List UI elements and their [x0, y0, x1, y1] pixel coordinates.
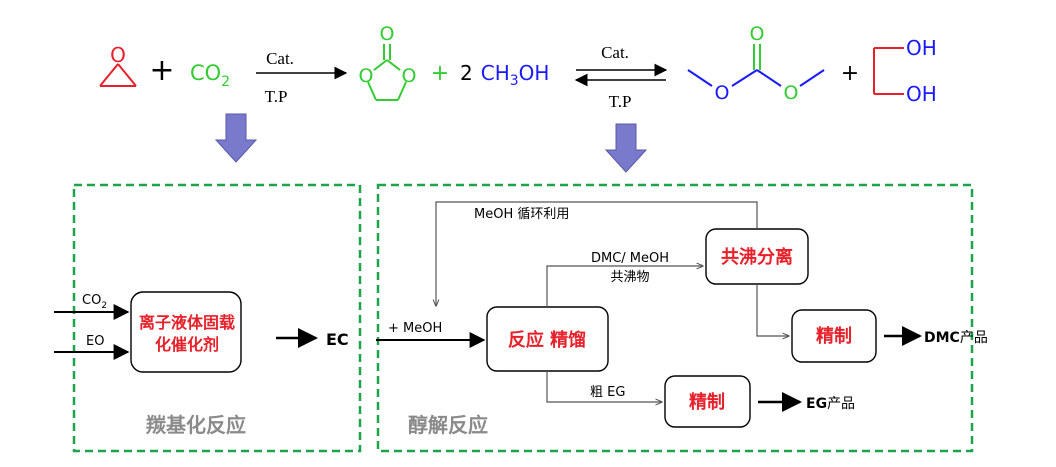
- down-block-arrow-left: [214, 113, 258, 163]
- dmc-structure: [687, 69, 825, 87]
- eg-hydroxyl-top: OH: [906, 36, 937, 60]
- catalyst-process-box: [130, 291, 242, 373]
- ethylene-oxide-structure: [99, 63, 137, 87]
- dmc-ether-oxygen-right: O: [784, 82, 799, 104]
- dmc-product-label: DMC产品: [924, 330, 988, 346]
- eg-hydroxyl-bottom: OH: [906, 82, 937, 106]
- dmc-carbonyl-oxygen: O: [750, 23, 765, 45]
- azeotrope-stream-label-2: 共沸物: [610, 270, 649, 285]
- dmc-refining-box: [791, 309, 877, 363]
- catalyst-label-2: Cat.: [601, 43, 629, 62]
- reactive-distillation-label: 反应 精馏: [508, 329, 586, 351]
- catalyst-process-line1: 离子液体固载: [139, 313, 235, 332]
- ec-ring-oxygen-left: O: [359, 65, 374, 87]
- tp-label-1: T.P: [265, 87, 288, 106]
- azeotropic-separation-label: 共沸分离: [721, 246, 793, 268]
- catalyst-label-1: Cat.: [266, 49, 294, 68]
- to-dmc-refining-line: [756, 284, 789, 336]
- crude-eg-stream-line: [546, 371, 662, 402]
- plus-sign-1: +: [149, 53, 174, 88]
- ethylene-carbonate-structure: [367, 44, 407, 101]
- alcoholysis-section-border: [376, 183, 974, 453]
- methanol-recycle-line: [436, 201, 758, 306]
- input-co2-label: CO2: [82, 293, 107, 311]
- eg-refining-label: 精制: [689, 391, 725, 413]
- methanol-feed-label: + MeOH: [388, 321, 442, 336]
- dmc-ether-oxygen-left: O: [715, 82, 730, 104]
- catalyst-process-line2: 化催化剂: [155, 335, 219, 354]
- eg-refining-box: [664, 375, 751, 428]
- crude-eg-label: 粗 EG: [590, 385, 625, 400]
- down-block-arrow-right: [604, 123, 648, 173]
- eg-product-label: EG产品: [806, 396, 855, 412]
- plus-sign-2: +: [431, 61, 449, 86]
- ec-ring-oxygen-right: O: [402, 65, 417, 87]
- eo-oxygen-atom: O: [110, 43, 126, 67]
- carbonylation-section-border: [72, 183, 362, 453]
- tp-label-2: T.P: [609, 92, 632, 111]
- ethylene-glycol-structure: [873, 47, 904, 95]
- ec-carbonyl-oxygen: O: [380, 23, 395, 45]
- dmc-refining-label: 精制: [816, 325, 852, 347]
- co2-formula: CO2: [190, 61, 230, 90]
- ec-output-label: EC: [326, 330, 349, 349]
- input-eo-label: EO: [86, 334, 104, 349]
- dmc-carbonyl-bond: [753, 44, 761, 70]
- azeotrope-stream-line: [546, 266, 703, 307]
- azeotrope-stream-label-1: DMC/ MeOH: [591, 251, 669, 266]
- methanol-recycle-label: MeOH 循环利用: [474, 207, 569, 222]
- alcoholysis-title: 醇解反应: [408, 413, 488, 437]
- carbonylation-title: 羰基化反应: [145, 413, 246, 437]
- plus-sign-3: +: [841, 61, 859, 86]
